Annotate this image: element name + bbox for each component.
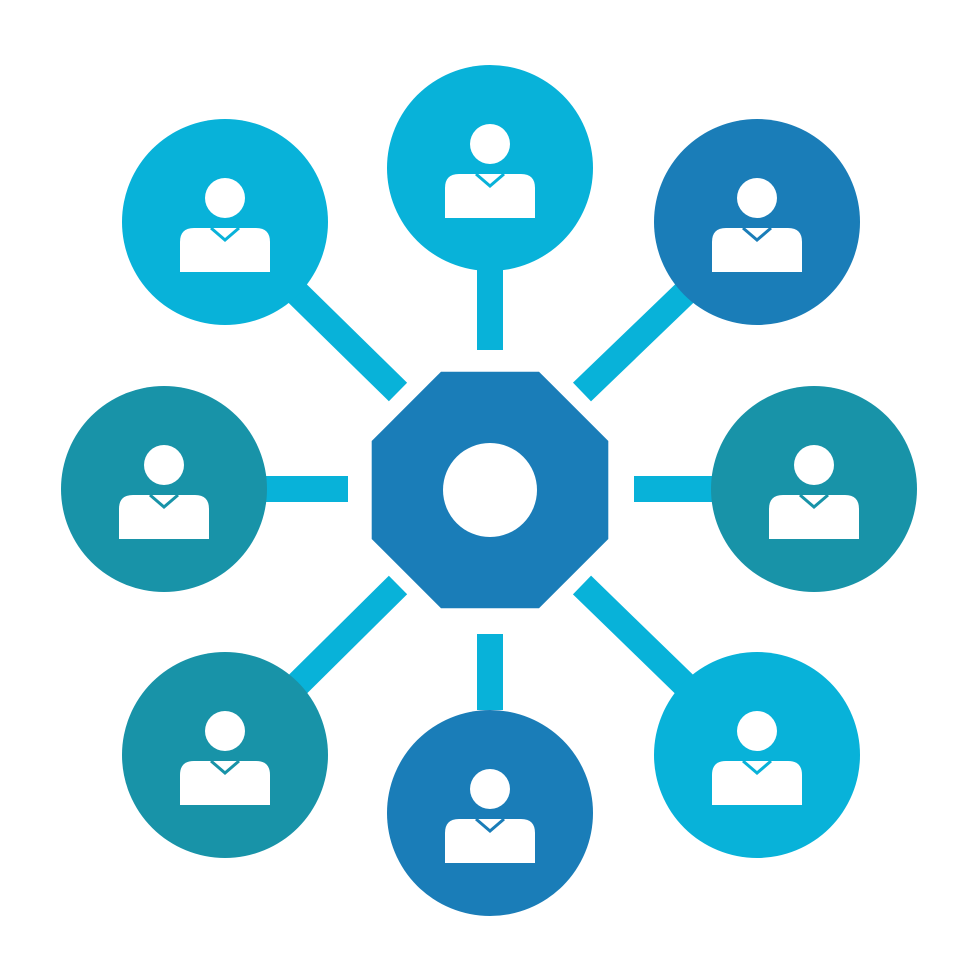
user-head: [205, 178, 245, 218]
user-head: [144, 445, 184, 485]
user-node-top: [387, 65, 593, 271]
user-collar: [742, 226, 772, 242]
user-node-top-left: [122, 119, 328, 325]
user-nodes: [61, 65, 917, 916]
user-head: [205, 711, 245, 751]
user-body: [769, 495, 859, 539]
user-collar: [475, 817, 505, 833]
user-icon: [119, 445, 209, 539]
user-head: [470, 124, 510, 164]
node-circle: [711, 386, 917, 592]
user-head: [794, 445, 834, 485]
user-node-right: [711, 386, 917, 592]
user-head: [470, 769, 510, 809]
node-circle: [122, 119, 328, 325]
node-circle: [654, 652, 860, 858]
user-collar: [210, 226, 240, 242]
user-icon: [445, 769, 535, 863]
user-body: [445, 174, 535, 218]
user-collar: [475, 172, 505, 188]
ring-icon: [443, 443, 537, 537]
connectors: [266, 268, 712, 710]
user-collar: [149, 493, 179, 509]
user-node-left: [61, 386, 267, 592]
user-node-bottom-right: [654, 652, 860, 858]
user-collar: [742, 759, 772, 775]
user-node-bottom: [387, 710, 593, 916]
user-body: [712, 761, 802, 805]
central-hub: [371, 371, 609, 609]
connector-top-left: [284, 280, 408, 402]
user-head: [737, 711, 777, 751]
user-head: [737, 178, 777, 218]
node-circle: [387, 65, 593, 271]
user-icon: [712, 178, 802, 272]
user-body: [119, 495, 209, 539]
user-node-top-right: [654, 119, 860, 325]
user-icon: [445, 124, 535, 218]
user-body: [180, 228, 270, 272]
user-body: [712, 228, 802, 272]
node-circle: [122, 652, 328, 858]
node-circle: [61, 386, 267, 592]
user-icon: [712, 711, 802, 805]
user-body: [180, 761, 270, 805]
node-circle: [387, 710, 593, 916]
user-icon: [769, 445, 859, 539]
user-collar: [210, 759, 240, 775]
connector-bottom-right: [572, 575, 698, 698]
user-icon: [180, 711, 270, 805]
connector-top-right: [572, 280, 698, 402]
node-circle: [654, 119, 860, 325]
user-icon: [180, 178, 270, 272]
user-node-bottom-left: [122, 652, 328, 858]
connector-bottom-left: [284, 575, 408, 698]
user-collar: [799, 493, 829, 509]
user-body: [445, 819, 535, 863]
